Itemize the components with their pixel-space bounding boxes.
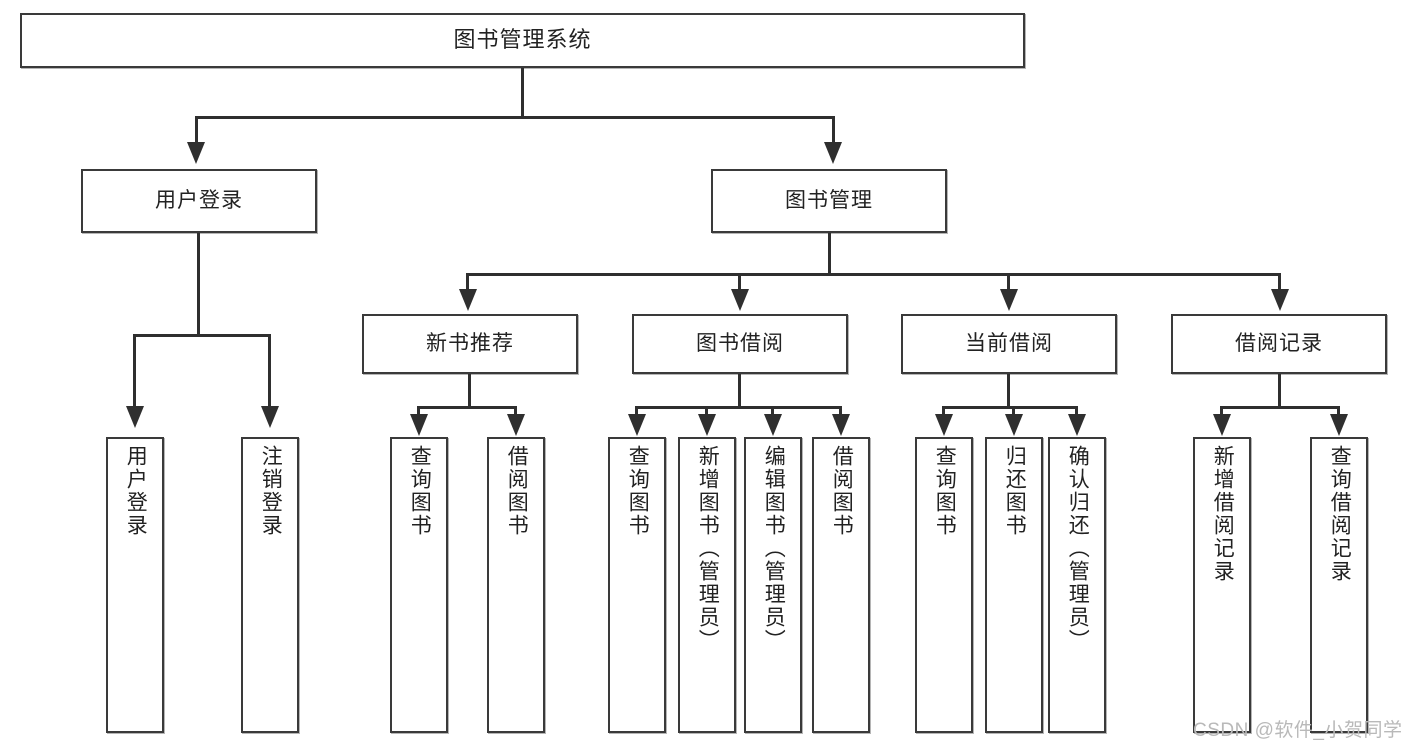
arrow-borrow-records xyxy=(1271,289,1289,311)
leaf-user-login[interactable]: 用户登录 xyxy=(106,437,164,733)
leaf-add-borrow-record[interactable]: 新增借阅记录 xyxy=(1193,437,1251,733)
node-label: 新书推荐 xyxy=(426,332,514,356)
node-label: 用户登录 xyxy=(155,189,243,213)
edge-book-borrow-drop-4 xyxy=(839,406,842,416)
arrow-leaf-borrow-book-1 xyxy=(507,414,525,436)
edge-borrow-records-drop-1 xyxy=(1220,406,1223,416)
node-label: 注销登录 xyxy=(259,445,283,537)
node-label: 查询借阅记录 xyxy=(1328,445,1352,583)
edge-drop-current-borrow xyxy=(1007,273,1010,291)
edge-book-borrow-drop-2 xyxy=(705,406,708,416)
node-label: 查询图书 xyxy=(933,445,957,537)
node-label: 图书管理系统 xyxy=(453,27,592,53)
leaf-confirm-return-admin[interactable]: 确认归还（管理员） xyxy=(1048,437,1106,733)
edge-new-book-drop-2 xyxy=(514,406,517,416)
arrow-leaf-logout xyxy=(261,406,279,428)
edge-user-login-drop-1 xyxy=(133,334,136,408)
arrow-leaf-add-record xyxy=(1213,414,1231,436)
arrow-leaf-edit-book xyxy=(764,414,782,436)
edge-book-management-bus xyxy=(466,273,1280,276)
edge-drop-borrow-records xyxy=(1278,273,1281,291)
node-label: 新增图书（管理员） xyxy=(696,445,720,652)
edge-current-borrow-drop-2 xyxy=(1012,406,1015,416)
node-current-borrow[interactable]: 当前借阅 xyxy=(901,314,1117,374)
node-label: 借阅图书 xyxy=(505,445,529,537)
edge-user-login-drop-2 xyxy=(268,334,271,408)
node-label: 图书管理 xyxy=(785,189,873,213)
edge-borrow-records-stem xyxy=(1278,374,1281,408)
arrow-book-borrow xyxy=(731,289,749,311)
arrow-leaf-user-login xyxy=(126,406,144,428)
edge-user-login-stem xyxy=(197,233,200,335)
edge-root-bus xyxy=(195,116,835,119)
edge-new-book-drop-1 xyxy=(417,406,420,416)
leaf-borrow-book[interactable]: 借阅图书 xyxy=(812,437,870,733)
arrow-leaf-query-book-2 xyxy=(628,414,646,436)
edge-new-book-stem xyxy=(468,374,471,408)
leaf-borrow-book-recommend[interactable]: 借阅图书 xyxy=(487,437,545,733)
arrow-leaf-confirm-return xyxy=(1068,414,1086,436)
edge-drop-book-management xyxy=(832,116,835,144)
edge-book-borrow-stem xyxy=(738,374,741,408)
leaf-query-book-current[interactable]: 查询图书 xyxy=(915,437,973,733)
leaf-logout[interactable]: 注销登录 xyxy=(241,437,299,733)
edge-book-borrow-drop-1 xyxy=(635,406,638,416)
edge-user-login-bus xyxy=(133,334,270,337)
edge-book-management-stem xyxy=(828,233,831,275)
node-label: 查询图书 xyxy=(408,445,432,537)
node-label: 编辑图书（管理员） xyxy=(762,445,786,652)
leaf-edit-book-admin[interactable]: 编辑图书（管理员） xyxy=(744,437,802,733)
leaf-query-book-recommend[interactable]: 查询图书 xyxy=(390,437,448,733)
arrow-leaf-query-record xyxy=(1330,414,1348,436)
arrow-leaf-query-book-1 xyxy=(410,414,428,436)
node-borrow-records[interactable]: 借阅记录 xyxy=(1171,314,1387,374)
node-label: 查询图书 xyxy=(626,445,650,537)
arrow-leaf-borrow-book-2 xyxy=(832,414,850,436)
node-label: 当前借阅 xyxy=(965,332,1053,356)
edge-book-borrow-bus xyxy=(635,406,842,409)
arrow-user-login xyxy=(187,142,205,164)
edge-drop-new-book xyxy=(466,273,469,291)
node-user-login[interactable]: 用户登录 xyxy=(81,169,317,233)
leaf-return-book[interactable]: 归还图书 xyxy=(985,437,1043,733)
node-root-book-management-system[interactable]: 图书管理系统 xyxy=(20,13,1025,68)
edge-new-book-bus xyxy=(417,406,517,409)
edge-borrow-records-bus xyxy=(1220,406,1340,409)
arrow-leaf-query-book-3 xyxy=(935,414,953,436)
edge-current-borrow-stem xyxy=(1007,374,1010,408)
node-label: 归还图书 xyxy=(1003,445,1027,537)
edge-current-borrow-bus xyxy=(942,406,1077,409)
arrow-leaf-return-book xyxy=(1005,414,1023,436)
arrow-leaf-add-book xyxy=(698,414,716,436)
arrow-current-borrow xyxy=(1000,289,1018,311)
node-label: 用户登录 xyxy=(124,445,148,537)
node-new-book-recommend[interactable]: 新书推荐 xyxy=(362,314,578,374)
edge-borrow-records-drop-2 xyxy=(1337,406,1340,416)
node-book-management[interactable]: 图书管理 xyxy=(711,169,947,233)
edge-drop-user-login xyxy=(195,116,198,144)
edge-root-stem xyxy=(521,68,524,118)
edge-book-borrow-drop-3 xyxy=(771,406,774,416)
arrow-new-book-recommend xyxy=(459,289,477,311)
edge-current-borrow-drop-1 xyxy=(942,406,945,416)
node-label: 借阅图书 xyxy=(830,445,854,537)
node-label: 新增借阅记录 xyxy=(1211,445,1235,583)
leaf-add-book-admin[interactable]: 新增图书（管理员） xyxy=(678,437,736,733)
node-label: 借阅记录 xyxy=(1235,332,1323,356)
leaf-query-book-borrow[interactable]: 查询图书 xyxy=(608,437,666,733)
edge-current-borrow-drop-3 xyxy=(1075,406,1078,416)
node-label: 图书借阅 xyxy=(696,332,784,356)
edge-drop-book-borrow xyxy=(738,273,741,291)
arrow-book-management xyxy=(824,142,842,164)
node-label: 确认归还（管理员） xyxy=(1066,445,1090,652)
node-book-borrow[interactable]: 图书借阅 xyxy=(632,314,848,374)
leaf-query-borrow-record[interactable]: 查询借阅记录 xyxy=(1310,437,1368,733)
